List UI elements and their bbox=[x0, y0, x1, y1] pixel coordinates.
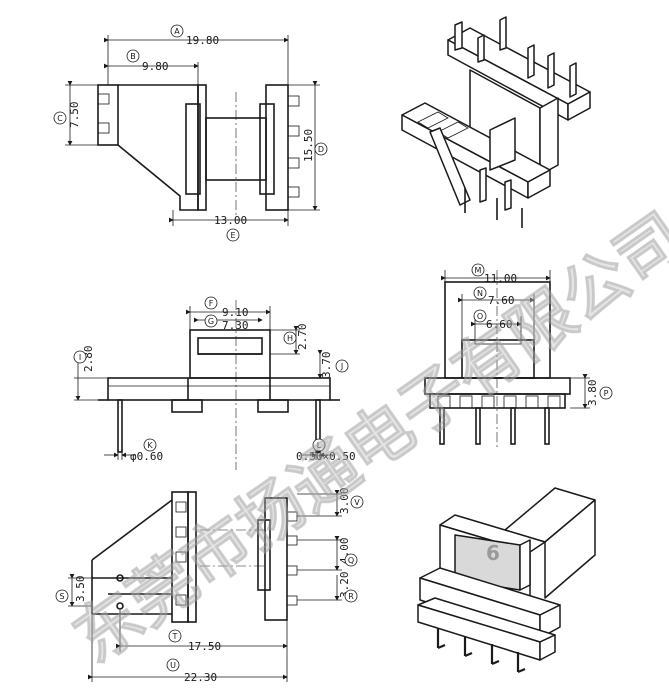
isometric-view-bottom: 6 bbox=[417, 487, 596, 674]
dim-C-value: 7.50 bbox=[68, 102, 81, 129]
bottom-view-dimensions bbox=[68, 490, 342, 682]
dim-H-value: 2.70 bbox=[296, 324, 309, 351]
marker-T: T bbox=[172, 632, 178, 641]
marker-N: N bbox=[477, 289, 483, 298]
marker-H: H bbox=[287, 334, 293, 343]
isometric-view-top bbox=[401, 16, 591, 228]
dim-G-value: 7.30 bbox=[222, 319, 249, 332]
marker-F: F bbox=[209, 299, 214, 308]
model-badge: 6 bbox=[486, 541, 500, 565]
dim-O-value: 6.60 bbox=[486, 318, 513, 331]
dim-A-value: 19.80 bbox=[186, 34, 219, 47]
marker-I: I bbox=[79, 353, 81, 362]
dim-D-value: 15.50 bbox=[302, 129, 315, 162]
dim-T-value: 17.50 bbox=[188, 640, 221, 653]
marker-D: D bbox=[318, 145, 324, 154]
dim-I-value: 2.80 bbox=[82, 346, 95, 373]
marker-U: U bbox=[170, 661, 176, 670]
dim-J-value: 3.70 bbox=[320, 352, 333, 379]
top-view-dimensions bbox=[65, 35, 320, 226]
side-view bbox=[424, 270, 571, 450]
marker-G: G bbox=[208, 317, 214, 326]
dim-F-value: 9.10 bbox=[222, 306, 249, 319]
marker-E: E bbox=[230, 231, 235, 240]
dim-L-value: 0.50×0.50 bbox=[296, 450, 356, 463]
marker-S: S bbox=[59, 592, 64, 601]
marker-Q: Q bbox=[348, 556, 354, 565]
marker-M: M bbox=[475, 266, 482, 275]
dim-P-value: 3.80 bbox=[586, 380, 599, 407]
front-view-dimensions bbox=[74, 306, 334, 460]
marker-A: A bbox=[174, 27, 180, 36]
dim-N-value: 7.60 bbox=[488, 294, 515, 307]
dim-K-value: φ0.60 bbox=[130, 450, 163, 463]
marker-V: V bbox=[354, 498, 360, 507]
marker-J: J bbox=[340, 362, 343, 371]
dim-V-value: 3.00 bbox=[338, 488, 351, 515]
company-watermark: 东莞市扬通电子有限公司 bbox=[60, 199, 669, 678]
marker-K: K bbox=[147, 441, 153, 450]
marker-R: R bbox=[348, 592, 354, 601]
marker-C: C bbox=[57, 114, 63, 123]
dimension-values: 19.80 9.80 7.50 15.50 13.00 9.10 7.30 2.… bbox=[68, 34, 599, 684]
side-view-dimensions bbox=[441, 270, 590, 409]
marker-O: O bbox=[477, 312, 483, 321]
marker-B: B bbox=[130, 52, 136, 61]
marker-P: P bbox=[604, 389, 609, 398]
dim-E-value: 13.00 bbox=[214, 214, 247, 227]
dim-M-value: 11.00 bbox=[484, 272, 517, 285]
top-view bbox=[97, 84, 300, 215]
dim-S-value: 3.50 bbox=[74, 576, 87, 603]
dim-U-value: 22.30 bbox=[184, 671, 217, 684]
dimension-markers: A B C D E F G H I J K L M N O P V Q R S … bbox=[53, 24, 613, 672]
dim-B-value: 9.80 bbox=[142, 60, 169, 73]
marker-L: L bbox=[317, 441, 322, 450]
bottom-view bbox=[91, 491, 298, 623]
